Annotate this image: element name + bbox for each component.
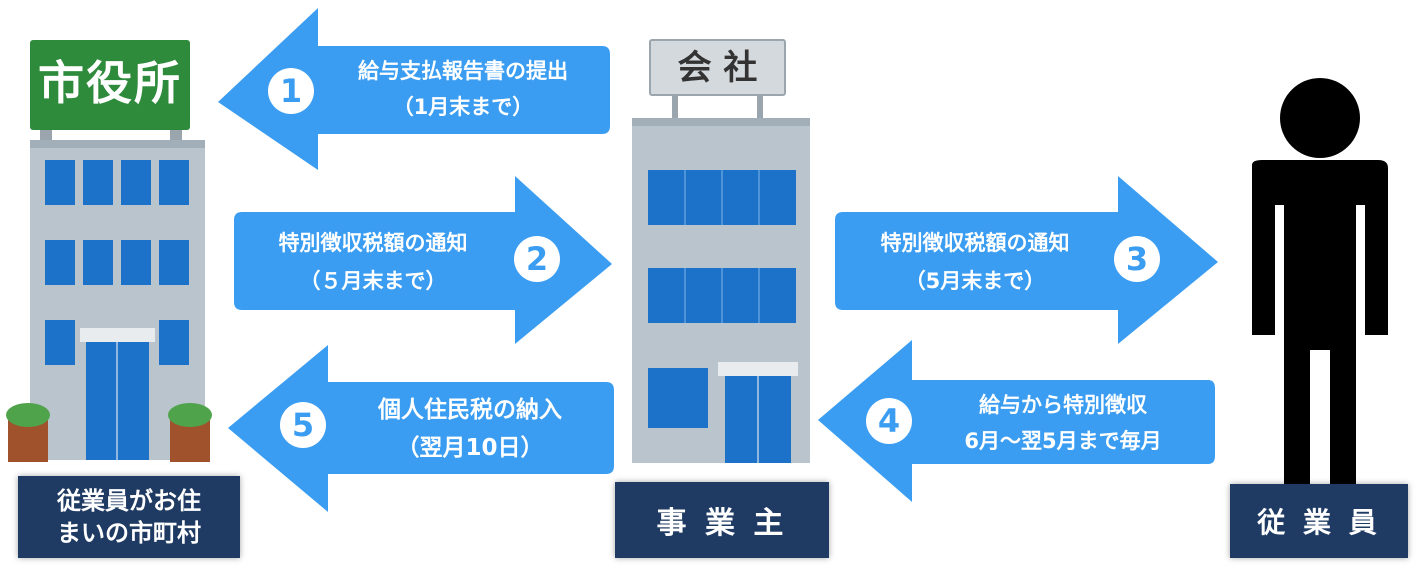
arrow-2-line1: 特別徴収税額の通知 [278,231,468,255]
arrow-4-line1: 給与から特別徴収 [979,393,1147,417]
city-hall-building [6,40,212,462]
arrow-1-line1: 給与支払報告書の提出 [358,59,568,83]
step-number-2: 2 [514,236,560,282]
company-sign: 会 社 [677,48,758,88]
arrow-1 [218,8,610,170]
arrow-1-line2: （1月末まで） [392,95,534,119]
arrow-2 [234,176,612,344]
arrow-3 [835,176,1218,344]
city-hall-label-line2: まいの市町村 [57,519,201,547]
city-hall-label-line1: 従業員がお住 [57,486,201,515]
employee-label: 従 業 員 [1230,484,1408,558]
arrow-3-line2: （5月末まで） [904,269,1046,293]
arrow-2-line2: （５月末まで） [299,269,447,293]
arrow-5-line2: （翌月10日） [396,435,544,461]
step-number-4: 4 [866,398,912,444]
city-hall-sign: 市役所 [38,56,182,110]
arrow-4-line2: 6月～翌5月まで毎月 [964,429,1162,453]
arrow-3-line1: 特別徴収税額の通知 [880,231,1070,255]
arrow-5 [228,345,614,512]
company-building [632,39,810,463]
city-hall-label: 従業員がお住 まいの市町村 [18,476,240,558]
company-label: 事 業 主 [615,482,829,558]
step-number-3: 3 [1114,236,1160,282]
arrow-4 [818,340,1215,502]
arrow-5-line1: 個人住民税の納入 [378,397,562,423]
step-number-1: 1 [268,68,314,114]
step-number-5: 5 [280,402,326,448]
employee-silhouette [1252,78,1388,515]
